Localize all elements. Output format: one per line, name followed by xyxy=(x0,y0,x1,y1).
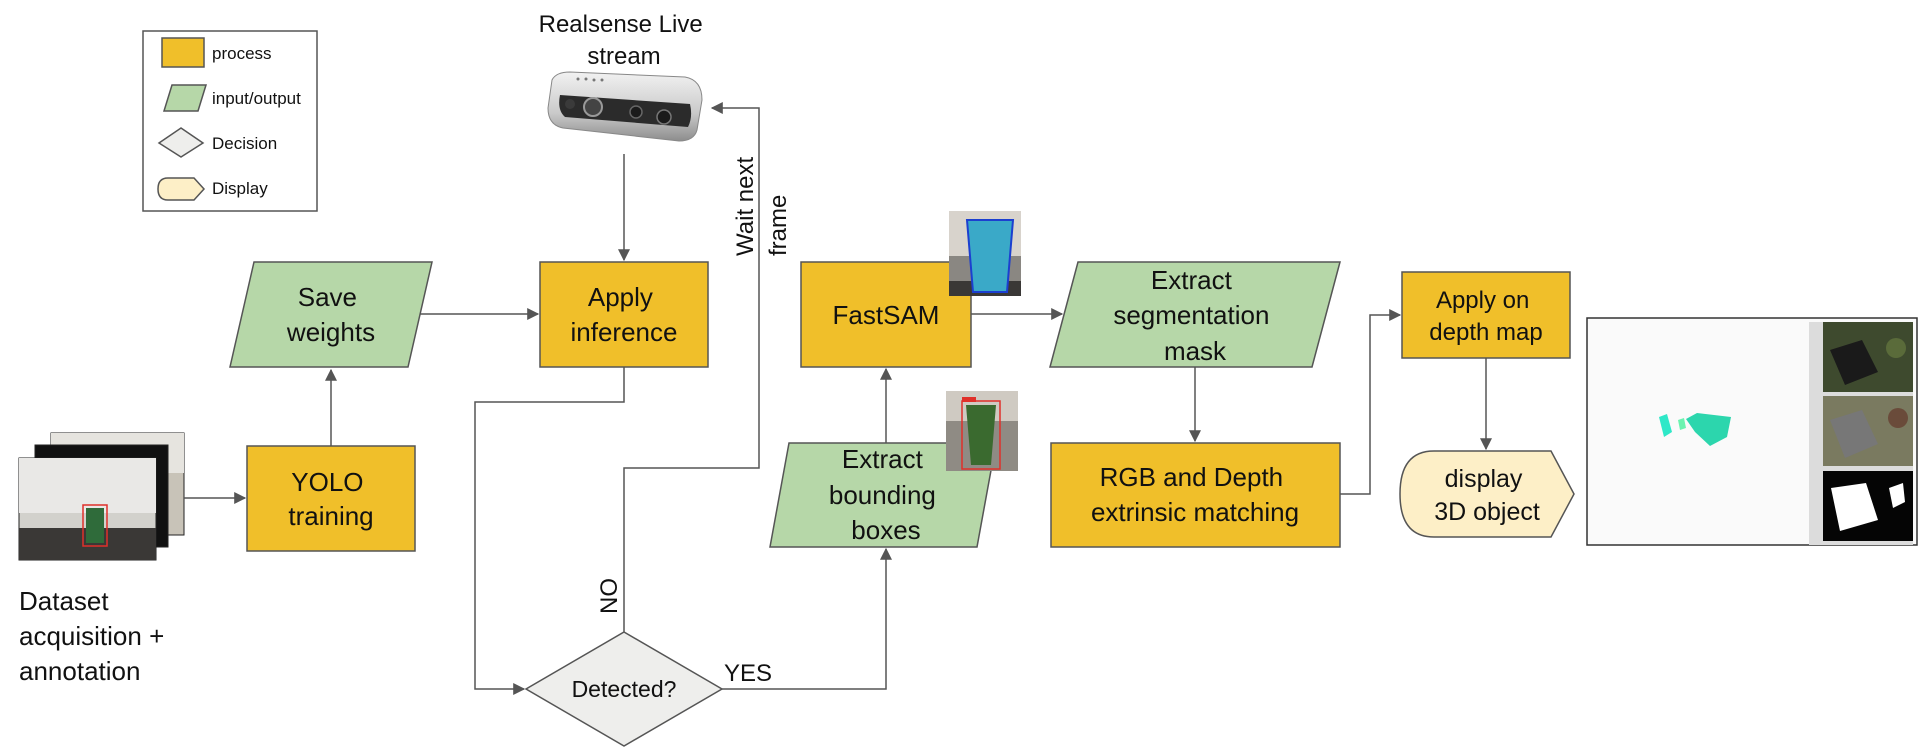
save-weights-box xyxy=(229,261,433,368)
legend-process-swatch xyxy=(161,37,205,68)
detected-label: Detected? xyxy=(572,676,677,702)
edge-rgbdepth-to-applydepth xyxy=(1340,309,1402,495)
extract-mask-box xyxy=(1049,261,1341,368)
fastsam-thumbnail xyxy=(949,211,1021,296)
result-screenshot xyxy=(1586,317,1918,546)
bbox-thumbnail xyxy=(946,391,1018,471)
dataset-cup xyxy=(86,508,104,543)
save-weights-label: Save weights xyxy=(286,282,375,347)
fastsam-box xyxy=(800,261,972,368)
edge-no-to-camera xyxy=(623,102,760,632)
yolo-training-box xyxy=(246,445,416,552)
edge-label-yes: YES xyxy=(724,660,772,687)
legend-decision-swatch xyxy=(157,127,205,158)
dataset-label: Dataset acquisition + annotation xyxy=(19,586,172,686)
rgb-depth-label: RGB and Depth extrinsic matching xyxy=(1091,462,1299,527)
display-3d-box xyxy=(1399,450,1575,538)
legend-display-label: Display xyxy=(212,179,268,198)
realsense-label: Realsense Live stream xyxy=(539,11,710,70)
connectors xyxy=(184,102,1492,695)
legend-display-swatch xyxy=(157,177,206,201)
edge-yes-to-bboxes xyxy=(722,547,892,690)
rgb-depth-box xyxy=(1050,442,1341,548)
edge-label-no: NO xyxy=(596,578,623,614)
apply-inference-label: Apply inference xyxy=(571,282,678,347)
extract-bboxes-label: Extract bounding boxes xyxy=(829,444,943,545)
legend-process-label: process xyxy=(212,44,272,63)
legend-decision-label: Decision xyxy=(212,134,277,153)
legend-io-swatch xyxy=(162,84,208,112)
dataset-image-stack xyxy=(18,432,185,561)
dataset-bbox xyxy=(82,504,108,547)
detected-decision xyxy=(524,631,724,747)
apply-inference-box xyxy=(539,261,709,368)
fastsam-label: FastSAM xyxy=(833,300,940,330)
display-3d-label: display 3D object xyxy=(1434,465,1540,526)
edge-inference-to-decision xyxy=(474,367,625,695)
legend-io-label: input/output xyxy=(212,89,301,108)
legend: process input/output Decision Display xyxy=(142,30,318,212)
edge-label-wait: Wait next frame xyxy=(732,150,792,256)
apply-depth-label: Apply on depth map xyxy=(1429,287,1542,346)
yolo-training-label: YOLO training xyxy=(288,467,373,531)
extract-mask-label: Extract segmentation mask xyxy=(1113,265,1276,366)
realsense-camera-image xyxy=(547,71,703,142)
